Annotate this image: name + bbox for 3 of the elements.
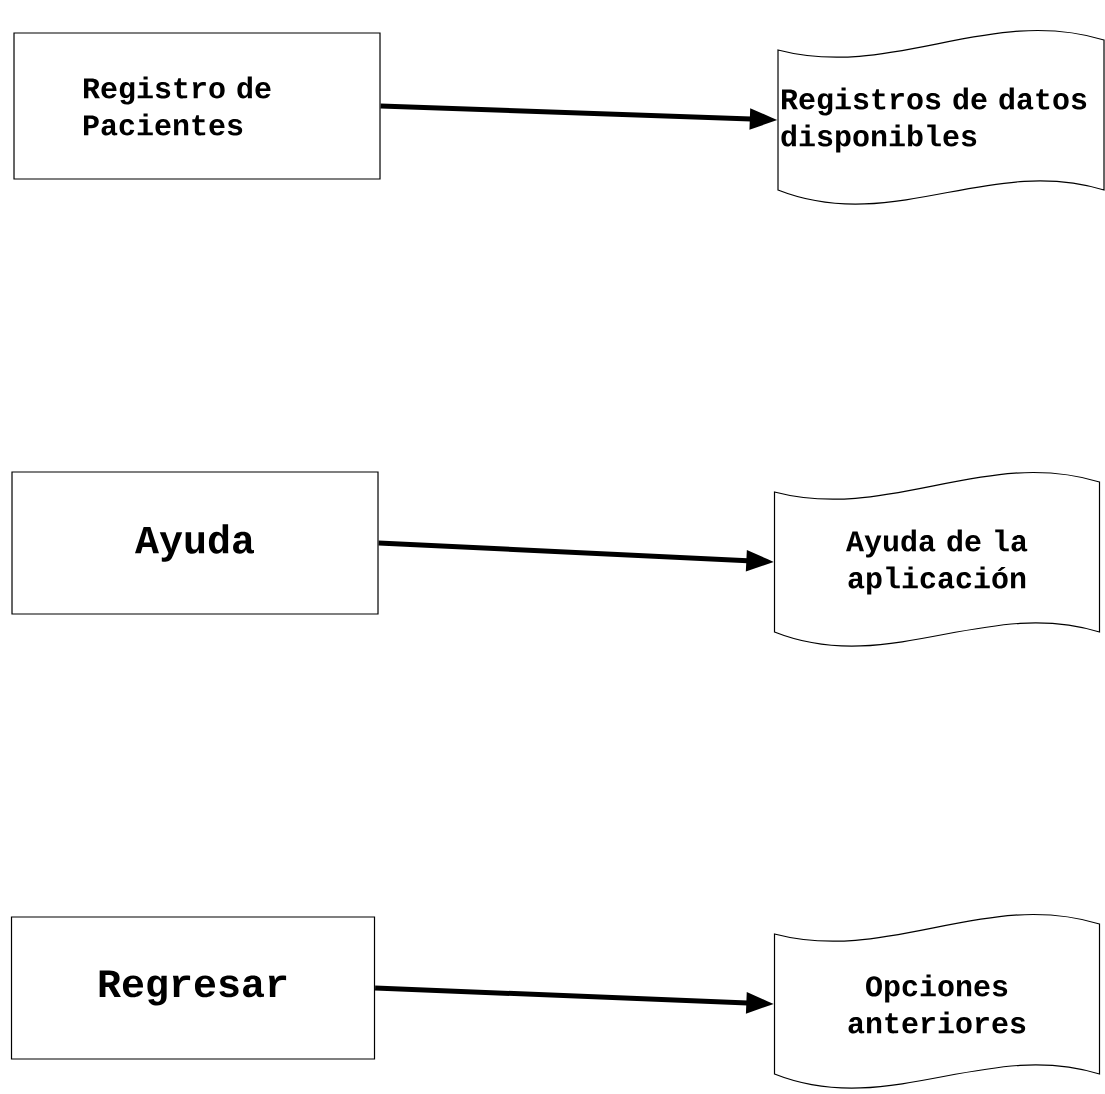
process-box: Regresar (10, 916, 376, 1060)
process-box: Registro de Pacientes (13, 32, 381, 180)
process-box: Ayuda (11, 471, 379, 615)
